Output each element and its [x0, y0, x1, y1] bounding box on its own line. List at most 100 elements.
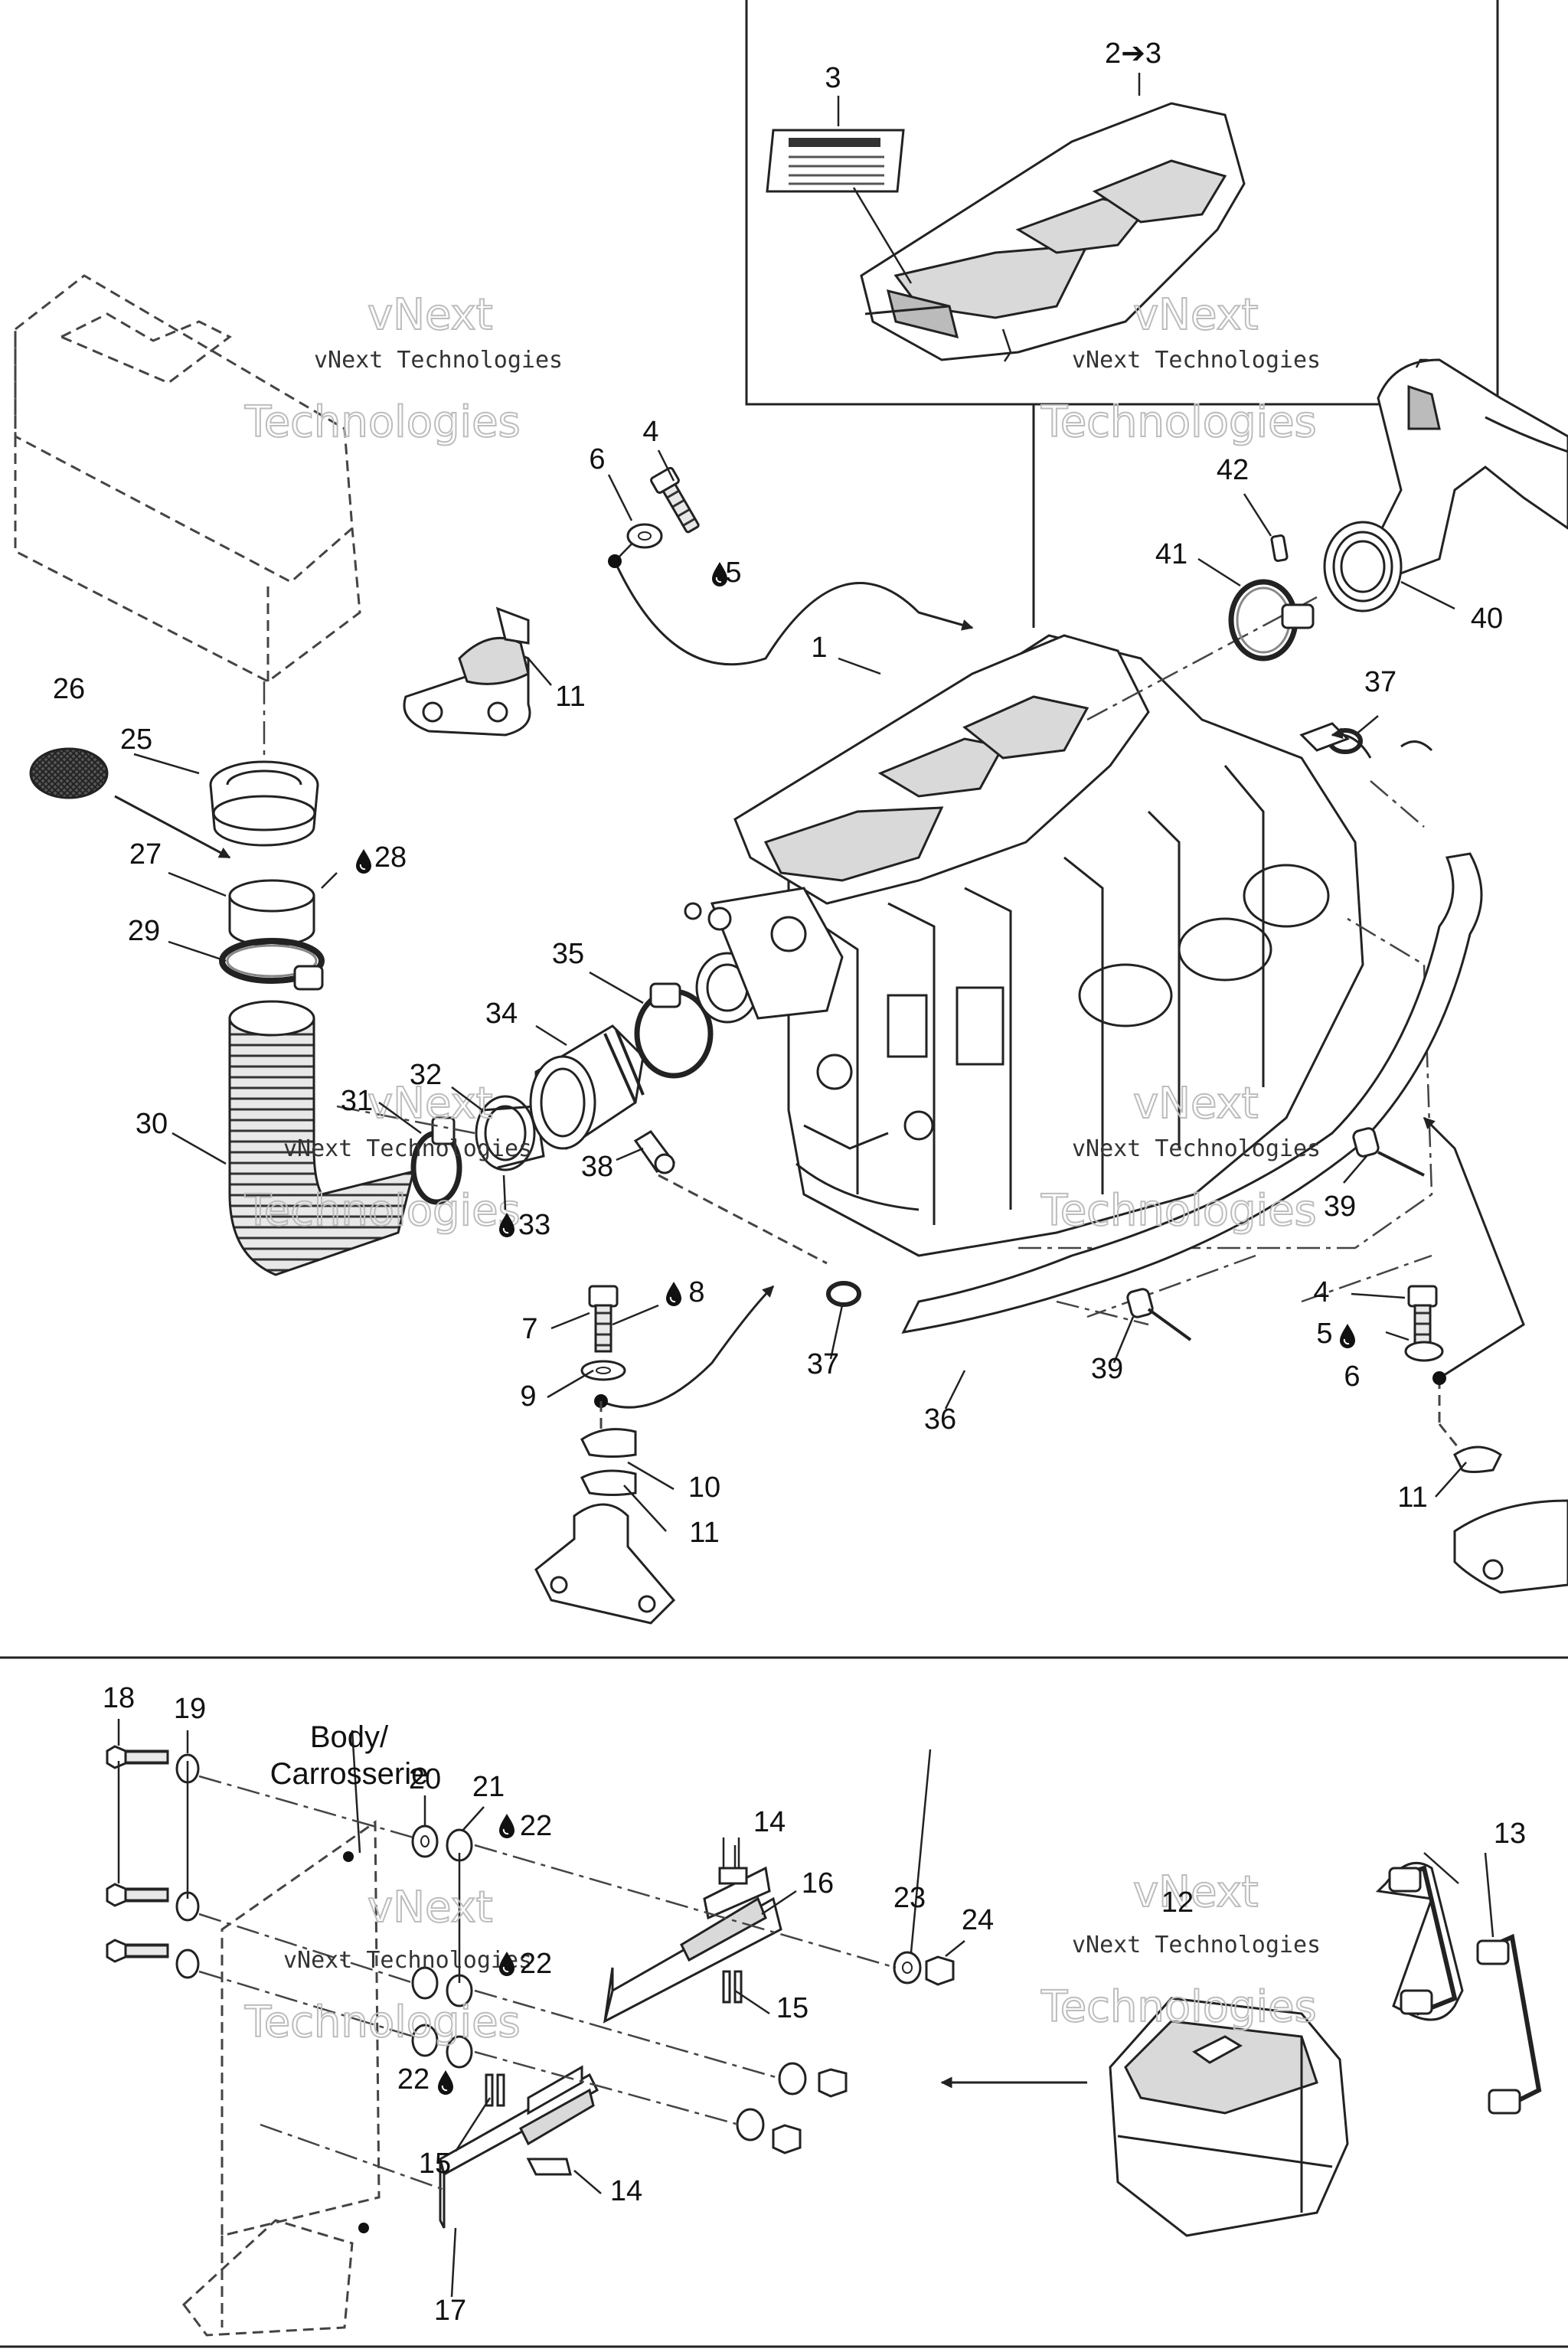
callout-27: 27 — [129, 838, 162, 871]
engine-mount-top — [403, 466, 700, 737]
callout-22-low: 22 — [397, 2063, 430, 2096]
lock-washers-19 — [175, 1753, 200, 1979]
callout-22-top: 22 — [520, 1810, 552, 1842]
washers-23-nuts-24 — [736, 1951, 955, 2154]
watermark-3: vNext Technologies Technologies vNext — [243, 1078, 532, 1236]
callout-24: 24 — [962, 1904, 994, 1936]
svg-text:vNext: vNext — [1133, 290, 1259, 340]
watermark-6: vNext Technologies Technologies vNext — [1040, 1867, 1321, 2033]
rivets-15 — [485, 1970, 743, 2107]
p-clamp-39 — [1126, 1127, 1425, 1341]
cover-inset-box — [745, 0, 1499, 628]
callout-14-bottom: 14 — [610, 2175, 642, 2207]
coupler-ring — [475, 1095, 545, 1171]
throttle-clamp — [634, 982, 714, 1079]
drop-icon — [437, 2069, 454, 2096]
callout-2-3: 2➔3 — [1105, 38, 1161, 70]
drop-icon — [498, 1813, 515, 1839]
callout-3: 3 — [825, 62, 841, 94]
svg-text:vNext Technologies: vNext Technologies — [314, 347, 563, 374]
svg-text:vNext Technologies: vNext Technologies — [1072, 1932, 1321, 1958]
callout-31: 31 — [341, 1085, 373, 1117]
callout-40: 40 — [1471, 603, 1503, 635]
engine-assembly — [684, 634, 1364, 1257]
watermark-5: vNext Technologies Technologies vNext — [243, 1882, 532, 2048]
clips-14 — [526, 1838, 748, 2176]
callout-5: 5 — [725, 557, 741, 589]
callout-10: 10 — [688, 1472, 720, 1504]
reference-lines — [336, 596, 1433, 1326]
callout-21: 21 — [472, 1771, 505, 1803]
svg-text:Technologies: Technologies — [244, 1998, 521, 2047]
callout-7: 7 — [521, 1313, 537, 1345]
svg-text:Technologies: Technologies — [244, 1186, 521, 1236]
callout-1: 1 — [811, 632, 827, 664]
callout-4: 4 — [642, 416, 658, 448]
svg-text:Technologies: Technologies — [244, 397, 521, 447]
callout-38: 38 — [581, 1151, 613, 1183]
callout-14-top: 14 — [753, 1806, 786, 1838]
callout-6: 6 — [589, 443, 605, 475]
callout-17: 17 — [434, 2295, 466, 2327]
callout-13: 13 — [1494, 1818, 1526, 1850]
watermark-2: vNext Technologies Technologies vNext — [1040, 289, 1321, 448]
callout-37-bottom: 37 — [807, 1348, 839, 1380]
coolant-hose — [901, 852, 1483, 1334]
callout-12: 12 — [1161, 1886, 1194, 1919]
callout-labels: 1 2➔3 3 4 5 6 11 42 41 40 37 26 25 27 28… — [53, 38, 1526, 2327]
sensor-38-hose — [1299, 722, 1350, 752]
hose-clamp-lower — [410, 1116, 462, 1205]
bolts-18 — [106, 1745, 169, 1963]
callout-28: 28 — [374, 841, 407, 874]
callout-9: 9 — [520, 1380, 536, 1413]
exhaust-elbow — [1323, 358, 1568, 612]
engine-mount-lower-left — [534, 1285, 676, 1625]
svg-text:vNext Technologies: vNext Technologies — [1072, 1135, 1321, 1162]
callout-26: 26 — [53, 673, 85, 705]
warning-decal — [766, 129, 905, 193]
intake-coupler — [529, 1024, 645, 1150]
body-panel-dashed — [181, 1730, 381, 2337]
bracket-17 — [439, 2065, 599, 2229]
callout-36: 36 — [924, 1403, 956, 1436]
svg-text:vNext: vNext — [1133, 1079, 1259, 1129]
callout-30: 30 — [136, 1108, 168, 1140]
callout-22-mid: 22 — [520, 1948, 552, 1980]
engine-mount-right — [1404, 1285, 1568, 1594]
air-box-dashed — [14, 274, 361, 766]
sleeve — [228, 879, 315, 947]
svg-text:vNext Technologies: vNext Technologies — [283, 1135, 532, 1162]
engine-cover-inset — [860, 102, 1246, 362]
callout-37-top: 37 — [1364, 666, 1396, 698]
callout-29: 29 — [128, 915, 160, 947]
callout-11: 11 — [555, 681, 585, 713]
exhaust-clamp — [1228, 579, 1315, 662]
callout-39-left: 39 — [1091, 1353, 1123, 1385]
leader-lines — [117, 449, 1467, 2298]
callout-8: 8 — [688, 1276, 704, 1308]
hose-clamp-upper — [219, 938, 325, 991]
body-label-line2: Carrosserie — [270, 1757, 429, 1791]
svg-text:Technologies: Technologies — [1040, 1186, 1317, 1236]
svg-text:vNext: vNext — [1133, 1867, 1259, 1917]
callout-42: 42 — [1217, 454, 1249, 486]
callout-25: 25 — [120, 724, 152, 756]
svg-text:Technologies: Technologies — [1040, 397, 1317, 447]
bracket-16 — [603, 1866, 782, 2024]
drop-icon — [355, 848, 372, 874]
battery — [1109, 1997, 1349, 2237]
battery-straps — [1375, 1852, 1542, 2115]
drop-icon — [1339, 1323, 1356, 1349]
svg-text:Technologies: Technologies — [1040, 1982, 1317, 2032]
callout-15-left: 15 — [419, 2148, 451, 2180]
callout-19: 19 — [174, 1693, 206, 1725]
flex-hose — [228, 1000, 416, 1276]
svg-text:vNext: vNext — [368, 290, 493, 340]
callout-15-right: 15 — [776, 1992, 808, 2024]
intake-boot — [209, 760, 319, 847]
callout-41: 41 — [1155, 538, 1187, 570]
callout-11-left: 11 — [689, 1517, 719, 1549]
throttle-body — [684, 887, 844, 1024]
callout-5-right: 5 — [1316, 1318, 1332, 1350]
callout-35: 35 — [552, 938, 584, 970]
